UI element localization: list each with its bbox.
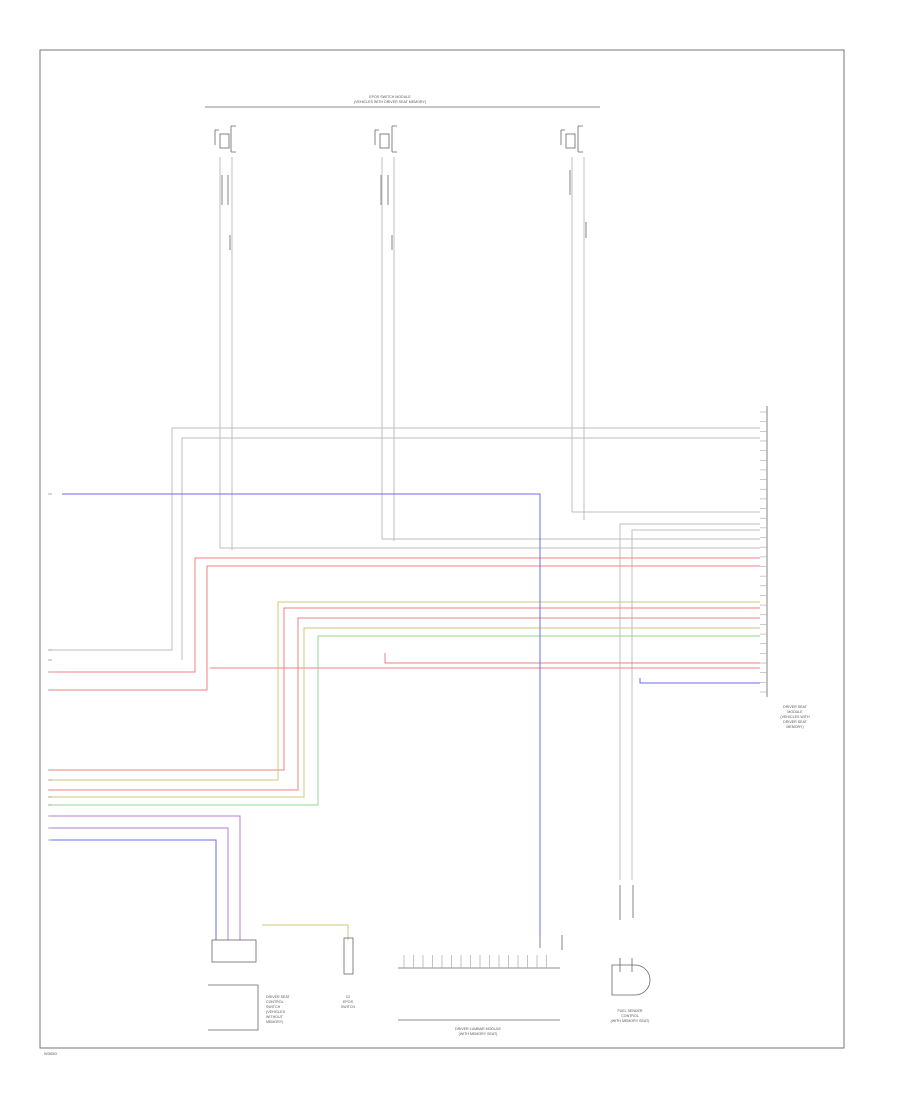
right-bottom-label-line: (WITH MEMORY SEAT) <box>611 1019 650 1023</box>
yellow-wires <box>50 601 760 940</box>
lumbar-wire-marks <box>539 935 563 950</box>
top-switch-1 <box>214 125 236 153</box>
left-pin-marks <box>48 493 52 841</box>
small-connector-label-line: SWITCH <box>341 1005 356 1009</box>
right-bottom-label-line: CONTROL <box>621 1014 639 1018</box>
right-module-pins <box>760 411 767 693</box>
right-module-label-line: MEMORY) <box>786 725 803 729</box>
right-module-label-line: MODULE <box>787 710 803 714</box>
left-bottom-label-line: (VEHICLES <box>266 1010 286 1014</box>
lumbar-label-line: (WITH MEMORY SEAT) <box>459 1032 498 1036</box>
left-bottom-label-line: DRIVER SEAT <box>266 995 291 999</box>
left-bottom-label-line: MEMORY) <box>266 1020 283 1024</box>
bottom-left-switch <box>208 939 259 1031</box>
green-wires <box>50 635 760 806</box>
top-connector-sublabel: (VEHICLES WITH DRIVER SEAT MEMORY) <box>354 100 426 104</box>
fuel-sender-wire-marks <box>619 885 634 920</box>
left-bottom-label-line: WITHOUT <box>266 1015 284 1019</box>
fuel-sender-symbol <box>611 958 651 996</box>
lumbar-label-line: DRIVER LUMBAR MODULE <box>455 1027 502 1031</box>
small-connector-label-line: C2 <box>346 995 351 999</box>
right-bottom-label-line: FUEL SENDER <box>617 1009 642 1013</box>
small-connector-label-line: EPOS <box>343 1000 354 1004</box>
blue-wires <box>50 493 760 940</box>
right-module-label-line: DRIVER SEAT <box>783 720 808 724</box>
left-bottom-label-line: CONTROL <box>266 1000 284 1004</box>
top-wire-label-marks <box>221 170 587 250</box>
diagram-frame <box>39 49 845 1049</box>
right-module-label-line: DRIVER SEAT <box>783 705 808 709</box>
top-switch-2 <box>374 125 397 153</box>
red-wires <box>50 557 760 791</box>
top-switch-3 <box>560 125 583 153</box>
top-connector-label: EPOS SWITCH MODULE <box>369 95 411 99</box>
top-vertical-wires <box>219 157 760 550</box>
left-bottom-label-line: SWITCH <box>266 1005 281 1009</box>
page-code: W3050 <box>44 1051 57 1056</box>
small-connector <box>343 937 354 975</box>
right-module-label-line: (VEHICLES WITH <box>780 715 810 719</box>
gray-wires <box>50 427 760 880</box>
purple-wires <box>50 815 241 940</box>
lumbar-connector-pins <box>403 955 547 968</box>
